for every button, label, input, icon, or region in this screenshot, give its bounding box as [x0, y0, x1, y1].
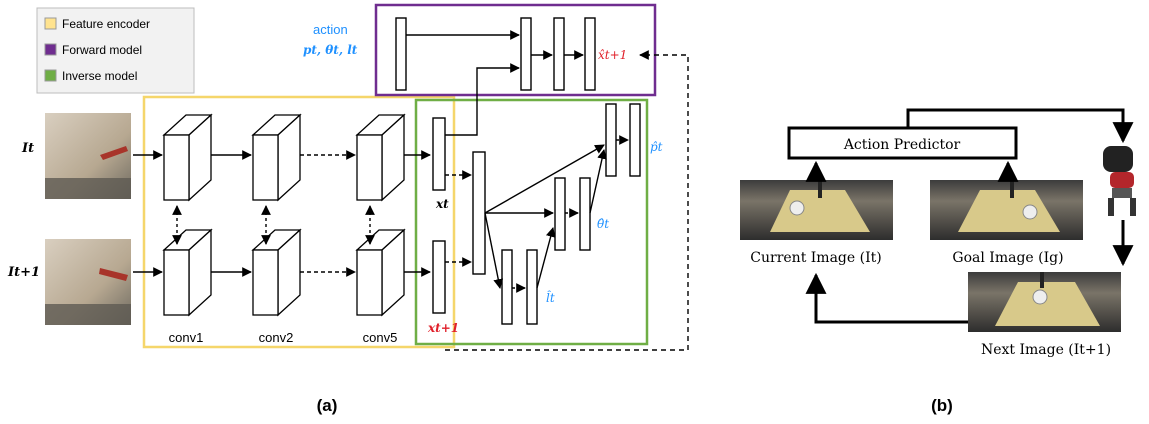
robot-gripper-icon	[1103, 146, 1136, 216]
current-image	[740, 180, 893, 240]
forward-fc3	[585, 18, 595, 90]
inverse-theta-fc1	[555, 178, 565, 250]
next-image-label: Next Image (It+1)	[981, 342, 1111, 358]
feature-vector-t1	[433, 241, 445, 313]
action-label: action	[313, 22, 348, 37]
conv1-label: conv1	[169, 330, 204, 345]
current-image-label: Current Image (It)	[750, 250, 881, 266]
forward-fc1	[521, 18, 531, 90]
conv2-label: conv2	[259, 330, 294, 345]
goal-image	[930, 180, 1083, 240]
legend-swatch-encoder	[45, 18, 56, 29]
input-label-t1: It+1	[7, 265, 40, 280]
inverse-p-fc2	[630, 104, 640, 176]
forward-pred-label: x̂t+1	[598, 48, 627, 62]
legend-label-forward: Forward model	[62, 43, 142, 57]
conv1-block-t	[164, 115, 211, 200]
legend-label-inverse: Inverse model	[62, 69, 137, 83]
legend-swatch-inverse	[45, 70, 56, 81]
inverse-theta-fc2	[580, 178, 590, 250]
input-image-t	[45, 113, 131, 199]
inverse-l-fc2	[527, 250, 537, 324]
feature-label-t1: xt+1	[427, 321, 459, 335]
goal-image-label: Goal Image (Ig)	[952, 250, 1063, 266]
caption-a: (a)	[317, 396, 338, 415]
forward-fc2	[554, 18, 564, 90]
pred-l-label: l̂t	[546, 289, 555, 305]
conv5-block-t1	[357, 230, 404, 315]
feature-label-t: xt	[435, 197, 449, 211]
conv1-block-t1	[164, 230, 211, 315]
legend: Feature encoder Forward model Inverse mo…	[37, 8, 194, 93]
conv2-block-t1	[253, 230, 300, 315]
inverse-p-fc1	[606, 104, 616, 176]
conv5-block-t	[357, 115, 404, 200]
action-predictor-label: Action Predictor	[843, 137, 961, 153]
inverse-fc1	[473, 152, 485, 274]
input-label-t: It	[21, 141, 34, 156]
pred-p-label: p̂t	[650, 140, 663, 154]
forward-action-input	[396, 18, 406, 90]
action-vars: pt, θt, lt	[303, 43, 358, 57]
feature-vector-t	[433, 118, 445, 190]
conv2-block-t	[253, 115, 300, 200]
conv5-label: conv5	[363, 330, 398, 345]
next-image	[968, 272, 1121, 332]
pred-theta-label: θ̂t	[597, 217, 609, 231]
legend-label-encoder: Feature encoder	[62, 17, 150, 31]
inverse-l-fc1	[502, 250, 512, 324]
legend-swatch-forward	[45, 44, 56, 55]
input-image-t1	[45, 239, 131, 325]
caption-b: (b)	[931, 396, 953, 415]
